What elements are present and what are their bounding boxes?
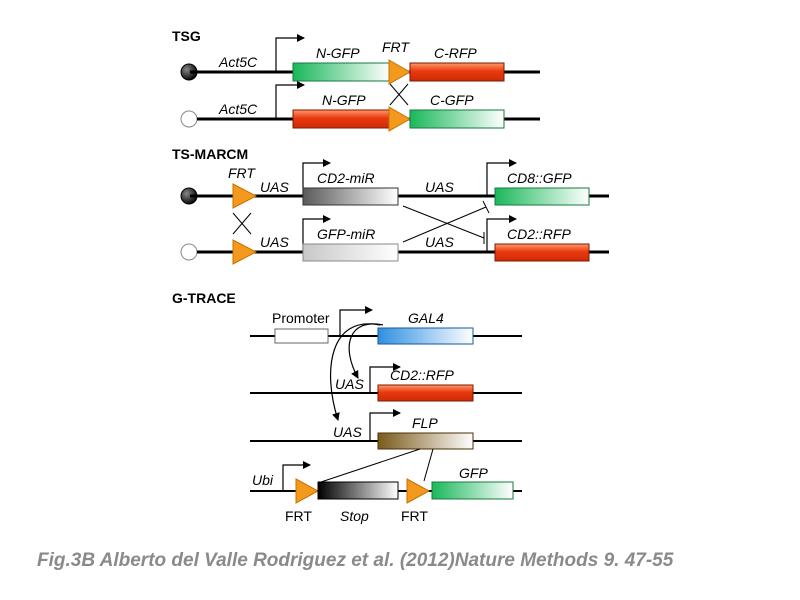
promoter-arrow [369, 363, 401, 393]
gene-box-gfp [431, 481, 514, 500]
promoter-arrow [275, 81, 305, 119]
promoter-box [274, 328, 329, 344]
gene-box-n-gfp-red [292, 109, 391, 129]
gene-label-gal4: GAL4 [408, 310, 444, 326]
frt-triangle [295, 478, 320, 504]
stop-cassette [317, 481, 399, 500]
promoter-arrow [486, 215, 517, 252]
frt-triangle [406, 478, 431, 504]
frt-label: FRT [228, 165, 256, 181]
gene-label-c-rfp: C-RFP [434, 45, 477, 61]
promoter-label-act5c: Act5C [218, 101, 258, 117]
section-title-tsg: TSG [172, 28, 201, 44]
inhibition-line [402, 205, 485, 239]
gene-box-cd8-gfp [494, 187, 590, 206]
gene-label-cd2-rfp: CD2::RFP [390, 367, 454, 383]
frt-triangle [232, 239, 258, 265]
gal4-activation-arrow [329, 323, 381, 421]
centromere-open [180, 243, 198, 261]
gene-box-c-gfp [409, 109, 505, 129]
uas-label: UAS [260, 234, 289, 250]
inhibition-line [402, 206, 487, 243]
promoter-arrow [282, 461, 311, 491]
gene-label-gfp: GFP [459, 465, 488, 481]
gene-label-cd2-mir: CD2-miR [317, 170, 375, 186]
gene-label-cd2-rfp: CD2::RFP [507, 226, 571, 242]
frt-triangle [388, 59, 412, 85]
promoter-arrow [369, 409, 401, 441]
gene-box-cd2-mir [302, 187, 399, 206]
recombination-cross [232, 212, 252, 235]
section-title-ts-marcm: TS-MARCM [172, 146, 248, 162]
gene-box-cd2-rfp [377, 384, 474, 402]
uas-label: UAS [333, 424, 362, 440]
uas-label: UAS [260, 179, 289, 195]
gene-box-c-rfp [409, 62, 505, 82]
gene-box-n-gfp [292, 62, 391, 82]
gene-label-c-gfp: C-GFP [430, 92, 474, 108]
section-title-g-trace: G-TRACE [172, 290, 236, 306]
promoter-arrow [486, 159, 517, 196]
gene-label-n-gfp: N-GFP [316, 45, 360, 61]
uas-label: UAS [425, 179, 454, 195]
stop-label: Stop [340, 508, 369, 524]
frt-triangle [232, 183, 258, 209]
uas-label: UAS [425, 234, 454, 250]
gene-label-cd8-gfp: CD8::GFP [507, 170, 572, 186]
flp-recombination-line [423, 448, 434, 482]
gene-box-flp [377, 432, 474, 450]
gene-label-flp: FLP [412, 415, 438, 431]
gene-label-n-gfp: N-GFP [322, 92, 366, 108]
frt-label: FRT [401, 508, 428, 524]
promoter-label-act5c: Act5C [218, 54, 258, 70]
frt-label: FRT [382, 39, 410, 55]
gene-label-gfp-mir: GFP-miR [317, 226, 375, 242]
gene-box-gfp-mir [302, 243, 399, 262]
promoter-label-ubi: Ubi [252, 472, 274, 488]
gene-box-cd2-rfp [494, 243, 590, 262]
recombination-cross [389, 83, 409, 106]
promoter-arrow [339, 306, 373, 336]
frt-triangle [388, 106, 412, 132]
inhibition-bar [482, 200, 490, 214]
gene-box-gal4 [377, 327, 474, 345]
promoter-arrow [302, 215, 331, 252]
promoter-arrow [302, 159, 331, 196]
figure-caption: Fig.3B Alberto del Valle Rodriguez et al… [37, 550, 674, 571]
frt-label: FRT [285, 508, 312, 524]
centromere-open [180, 110, 198, 128]
promoter-label: Promoter [272, 310, 330, 326]
uas-label: UAS [335, 376, 364, 392]
flp-recombination-line [317, 448, 421, 484]
promoter-arrow [275, 34, 305, 72]
